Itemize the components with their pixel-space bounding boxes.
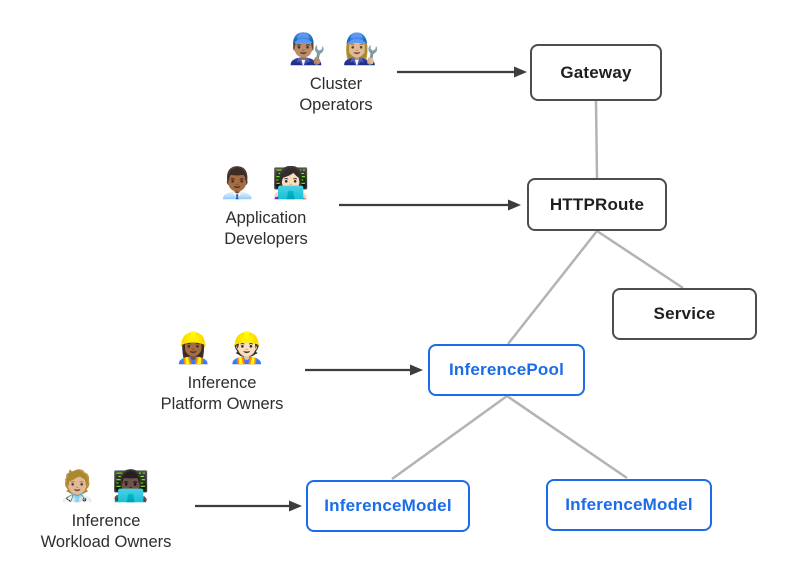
node-label: InferenceModel	[565, 495, 693, 514]
persona-label: Cluster Operators	[299, 75, 373, 114]
edge-httproute-service	[596, 229, 684, 290]
persona-arrows	[195, 66, 527, 512]
node-label: Service	[653, 304, 716, 323]
node-gateway: Gateway	[530, 44, 662, 101]
edge-gateway-httproute	[594, 100, 599, 179]
edge-inferencepool-inferencemodel-right	[506, 394, 628, 480]
node-inferencepool: InferencePool	[428, 344, 585, 396]
persona-label: Application Developers	[224, 209, 308, 248]
cluster-operators-icon: 👨🏽‍🔧 👩🏼‍🔧	[288, 33, 384, 66]
persona-inference-workload-owners: 🧑🏼‍⚕️ 👨🏿‍💻 Inference Workload Owners	[16, 467, 196, 553]
persona-application-developers: 👨🏾‍💼 👩🏻‍💻 Application Developers	[186, 164, 346, 250]
node-service: Service	[612, 288, 757, 340]
gray-connectors	[391, 100, 684, 481]
node-httproute: HTTPRoute	[527, 178, 667, 231]
persona-inference-platform-owners: 👷🏾‍♀️ 👷🏻 Inference Platform Owners	[132, 329, 312, 415]
application-developers-icon: 👨🏾‍💼 👩🏻‍💻	[218, 167, 314, 200]
persona-label: Inference Platform Owners	[160, 374, 284, 413]
node-inferencemodel-left: InferenceModel	[306, 480, 470, 532]
node-inferencemodel-right: InferenceModel	[546, 479, 712, 531]
node-label: HTTPRoute	[549, 194, 645, 214]
edge-inferencepool-inferencemodel-left	[391, 394, 508, 481]
node-label: InferencePool	[448, 360, 565, 379]
inference-platform-owners-icon: 👷🏾‍♀️ 👷🏻	[174, 332, 270, 365]
persona-cluster-operators: 👨🏽‍🔧 👩🏼‍🔧 Cluster Operators	[256, 30, 416, 116]
node-label: InferenceModel	[324, 496, 452, 515]
inference-workload-owners-icon: 🧑🏼‍⚕️ 👨🏿‍💻	[58, 470, 154, 503]
edge-httproute-inferencepool	[507, 230, 598, 345]
persona-label: Inference Workload Owners	[40, 512, 172, 551]
node-label: Gateway	[560, 62, 632, 82]
